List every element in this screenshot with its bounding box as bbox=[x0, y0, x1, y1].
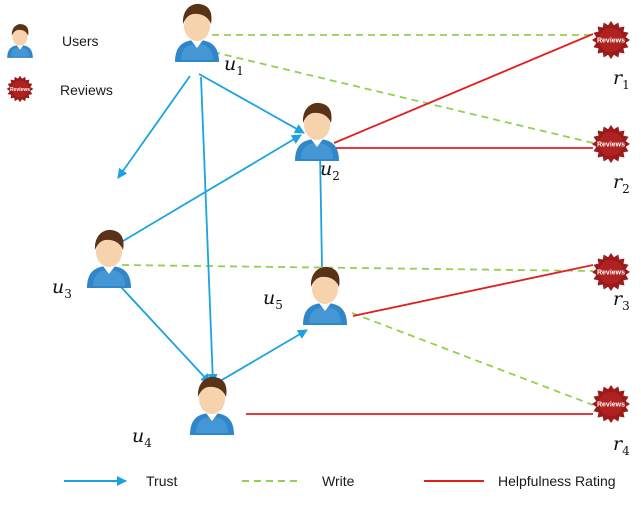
rating-edge-u2-r1 bbox=[333, 33, 594, 144]
review-node-r1: Reviews r1 bbox=[592, 21, 630, 92]
write-edge-u5-r4 bbox=[351, 312, 594, 406]
review-label-r4: r4 bbox=[613, 433, 630, 458]
rating-edge-u5-r3 bbox=[352, 264, 594, 317]
review-badge-icon: Reviews bbox=[6, 75, 34, 103]
legend-users-label: Users bbox=[62, 33, 99, 49]
user-label-u4: u4 bbox=[132, 425, 152, 450]
trust-edge-u1-u3 bbox=[117, 75, 191, 179]
review-label-r3: r3 bbox=[613, 288, 630, 313]
user-label-u5: u5 bbox=[263, 287, 283, 312]
nodes: u1u2u3u4u5Reviewsr1Reviewsr2Reviewsr3Rev… bbox=[52, 3, 630, 458]
review-badge-icon: Reviews bbox=[592, 253, 630, 291]
user-node-u4: u4 bbox=[132, 376, 234, 450]
user-node-u2: u2 bbox=[295, 102, 340, 183]
user-icon bbox=[303, 266, 347, 325]
write-edge-u1-r2 bbox=[212, 51, 594, 144]
legend-trust-label: Trust bbox=[146, 473, 177, 489]
write-edge-u3-r3 bbox=[121, 264, 594, 272]
legend-reviews-label: Reviews bbox=[60, 82, 113, 98]
review-badge-icon: Reviews bbox=[592, 21, 630, 59]
user-label-u2: u2 bbox=[320, 158, 340, 183]
trust-edge-u3-u4 bbox=[107, 272, 211, 384]
review-node-r2: Reviews r2 bbox=[592, 125, 630, 196]
trust-edge-u1-u2 bbox=[198, 73, 305, 134]
svg-text:Reviews: Reviews bbox=[597, 38, 625, 45]
user-node-u3: u3 bbox=[52, 229, 131, 301]
svg-text:Reviews: Reviews bbox=[597, 270, 625, 277]
review-node-r3: Reviews r3 bbox=[592, 253, 630, 313]
svg-text:Reviews: Reviews bbox=[597, 402, 625, 409]
svg-text:Reviews: Reviews bbox=[597, 142, 625, 149]
legend-rating-label: Helpfulness Rating bbox=[498, 473, 616, 489]
edges bbox=[107, 33, 594, 415]
legend-write-label: Write bbox=[322, 473, 355, 489]
svg-text:Reviews: Reviews bbox=[10, 87, 30, 93]
user-icon bbox=[87, 229, 131, 288]
user-icon bbox=[175, 3, 219, 62]
user-node-u1: u1 bbox=[175, 3, 244, 78]
legend-reviews: Reviews Reviews bbox=[6, 75, 113, 103]
review-badge-icon: Reviews bbox=[592, 125, 630, 163]
trust-edge-u3-u2 bbox=[117, 134, 302, 245]
user-node-u5: u5 bbox=[263, 266, 347, 325]
user-icon bbox=[7, 24, 33, 58]
trust-edge-u1-u4 bbox=[200, 76, 218, 384]
user-icon bbox=[190, 376, 234, 435]
review-label-r2: r2 bbox=[613, 171, 630, 196]
user-label-u3: u3 bbox=[52, 276, 72, 301]
legend-bottom: Trust Write Helpfulness Rating bbox=[64, 473, 616, 489]
legend-users: Users bbox=[7, 24, 99, 58]
review-badge-icon: Reviews bbox=[592, 385, 630, 423]
trust-edge-u4-u5 bbox=[214, 329, 308, 385]
review-node-r4: Reviews r4 bbox=[592, 385, 630, 458]
trust-edge-u5-u2 bbox=[315, 151, 326, 268]
user-label-u1: u1 bbox=[224, 53, 244, 78]
review-label-r1: r1 bbox=[613, 67, 630, 92]
